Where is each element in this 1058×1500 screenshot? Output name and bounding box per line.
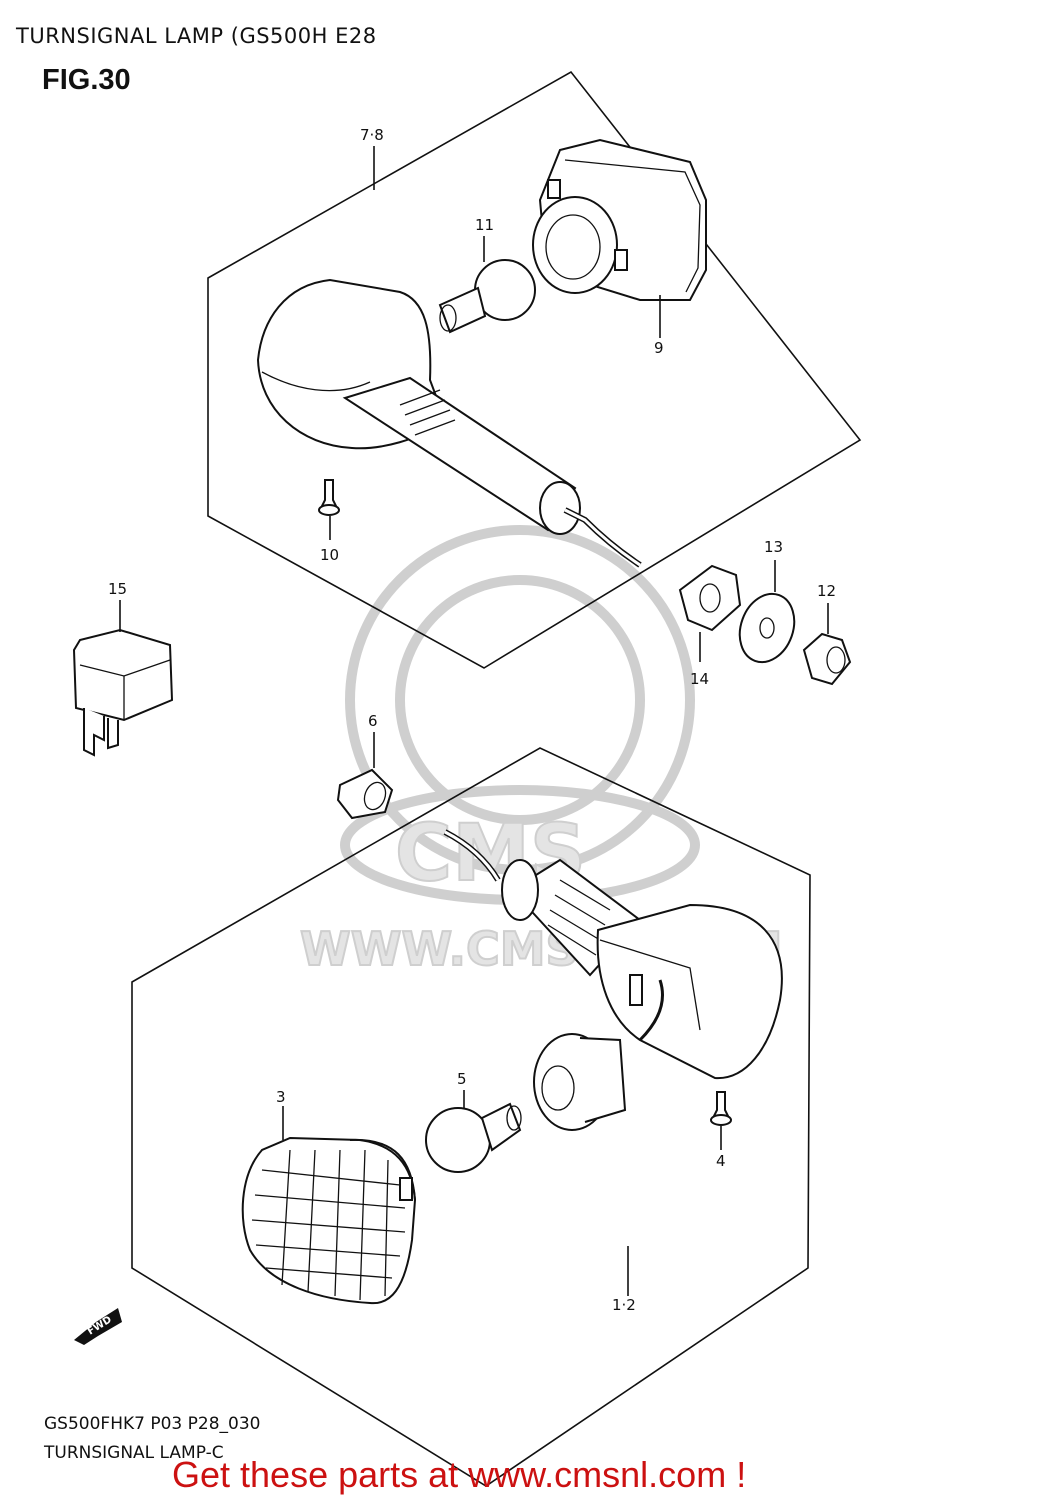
nut-12	[802, 632, 852, 686]
bulb-5	[425, 1102, 522, 1173]
callout-7-8: 7·8	[360, 126, 384, 144]
callout-11: 11	[475, 216, 494, 234]
callout-9: 9	[654, 339, 664, 357]
diagram-code: GS500FHK7 P03 P28_030	[44, 1414, 261, 1434]
callout-6: 6	[368, 712, 378, 730]
callout-1-2: 1·2	[612, 1296, 636, 1314]
callout-12: 12	[817, 582, 836, 600]
diagram-name: TURNSIGNAL LAMP-C	[44, 1443, 224, 1463]
fwd-arrow-icon: FWD	[74, 1308, 122, 1345]
callout-15: 15	[108, 580, 127, 598]
screw-10	[318, 479, 340, 516]
washer-13	[738, 592, 796, 664]
nut-plate-14	[678, 564, 742, 632]
grommet-6	[336, 768, 394, 820]
lower-assembly-group: 5 3 4 1·2	[131, 747, 811, 1487]
callout-5: 5	[457, 1070, 467, 1088]
callout-13: 13	[764, 538, 783, 556]
callout-4: 4	[716, 1152, 726, 1170]
upper-assembly-outline	[207, 70, 862, 669]
relay-15	[72, 628, 174, 757]
figure-label: FIG.30	[42, 64, 131, 96]
callout-10: 10	[320, 546, 339, 564]
stalk-lens-upper	[256, 278, 642, 568]
callout-14: 14	[690, 670, 709, 688]
lower-assembly-outline	[131, 747, 811, 1487]
lamp-housing-9	[532, 138, 707, 301]
bulb-11	[438, 259, 536, 334]
page-title: TURNSIGNAL LAMP (GS500H E28	[16, 24, 377, 48]
screw-4	[710, 1091, 732, 1126]
cta-link[interactable]: Get these parts at www.cmsnl.com !	[172, 1454, 747, 1495]
socket-lower	[533, 1033, 627, 1131]
callout-3: 3	[276, 1088, 286, 1106]
upper-assembly-group: 7·8 9 11	[207, 70, 862, 669]
lens-3	[241, 1136, 417, 1305]
